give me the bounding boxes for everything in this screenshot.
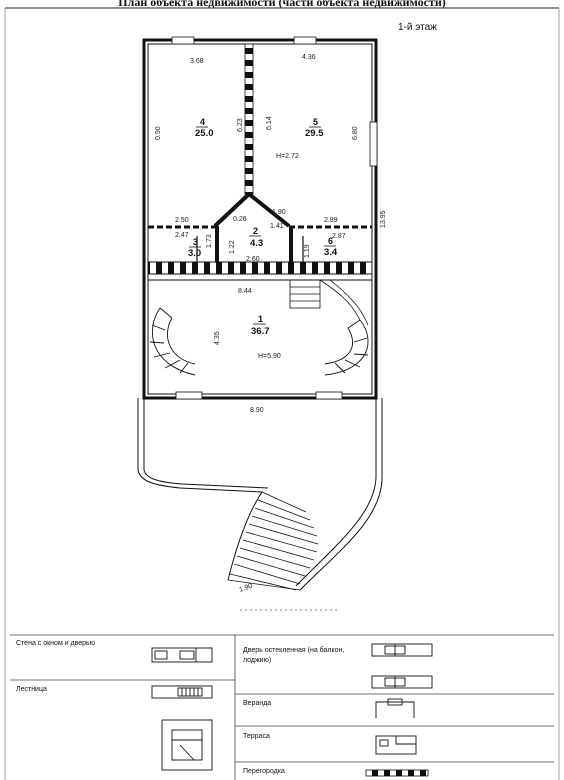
dim-r6-top: 2.89 — [324, 217, 338, 224]
room-5-area: 29.5 — [305, 128, 324, 139]
dim-r6-h: 1.19 — [304, 244, 311, 258]
dim-front-width: 8.90 — [250, 407, 264, 414]
room-1-number: 1 — [258, 314, 263, 324]
dim-r3-side: 2.47 — [175, 232, 189, 239]
dim-corr-b: 1.41 — [270, 223, 284, 230]
dimension-labels: 3.68 4.36 0.90 6.23 6.14 6.80 H=2.72 13.… — [155, 54, 387, 594]
dim-r3-top: 2.50 — [175, 217, 189, 224]
legend-frame — [10, 634, 554, 780]
corridor-partitions — [213, 192, 291, 228]
legend-partition-label: Перегородка — [243, 768, 285, 775]
partition-4-5 — [244, 43, 254, 195]
dim-hall-depth: 4.35 — [214, 331, 221, 345]
spiral-stair-left — [149, 307, 196, 376]
dim-r5-top: 4.36 — [302, 54, 316, 61]
entrance-stairs — [227, 491, 319, 591]
room-4-number: 4 — [200, 117, 205, 127]
dim-height-hall: H=5.90 — [258, 353, 281, 360]
dim-r5-left: 6.14 — [266, 116, 273, 130]
window-right — [369, 121, 378, 167]
dim-stair-width: 1.90 — [238, 583, 253, 594]
legend-symbol-partition — [365, 769, 429, 777]
room-2-area: 4.3 — [250, 238, 263, 249]
room-labels: 4 25.0 5 29.5 2 4.3 3 3.0 6 3.4 1 36.7 — [188, 117, 338, 337]
dim-r3-h: 1.73 — [206, 234, 213, 248]
room-5-number: 5 — [313, 117, 318, 127]
legend-veranda-label: Веранда — [243, 700, 272, 707]
room-4-area: 25.0 — [195, 128, 214, 139]
room-6-number: 6 — [328, 236, 333, 246]
wall-room2-right — [289, 226, 293, 262]
floor-label: 1-й этаж — [398, 22, 437, 33]
bearing-wall — [147, 261, 373, 275]
legend-symbol-glass-door — [371, 643, 433, 689]
dim-height-upper: H=2.72 — [276, 153, 299, 160]
wall-room2-left — [215, 226, 219, 262]
legend-glass-door-label: Дверь остекленная (на балкон, лоджию) — [243, 647, 345, 664]
window-bottom-left — [175, 391, 203, 400]
room-1-area: 36.7 — [251, 326, 270, 337]
dim-r6-side: 2.87 — [332, 233, 346, 240]
outer-walls — [142, 38, 378, 400]
legend-symbol-veranda — [375, 698, 415, 718]
room-2-number: 2 — [253, 226, 258, 236]
legend-terrace-label: Терраса — [243, 733, 270, 740]
legend-symbol-terrace — [375, 735, 417, 755]
window-bottom-right — [315, 391, 343, 400]
dim-r4-top: 3.68 — [190, 58, 204, 65]
window-top-right — [293, 36, 317, 45]
dim-r4-left: 0.90 — [155, 126, 162, 140]
dim-r4-right: 6.23 — [237, 118, 244, 132]
legend-stairs-label: Лестница — [16, 686, 47, 693]
dim-hall-width: 8.44 — [238, 288, 252, 295]
dim-corr-a: 0.26 — [233, 216, 247, 223]
dim-r2-w: 1.22 — [229, 240, 236, 254]
dim-building-depth: 13.95 — [380, 210, 387, 228]
dim-corr-top: 1.90 — [272, 209, 286, 216]
spiral-stair-right — [324, 319, 369, 376]
window-top-left — [171, 36, 195, 45]
stairs-upper — [289, 279, 369, 326]
room-3-area: 3.0 — [188, 248, 201, 259]
room-6-area: 3.4 — [324, 247, 338, 258]
terrace-outline — [137, 398, 383, 591]
plan-title: План объекта недвижимости (части объекта… — [118, 0, 446, 9]
dim-r5-right: 6.80 — [352, 126, 359, 140]
legend-symbol-wall — [151, 647, 213, 663]
room-3-number: 3 — [193, 237, 198, 247]
legend-symbol-stairs — [151, 685, 213, 771]
dim-r2-bottom: 2.60 — [246, 256, 260, 263]
legend-wall-label: Стена с окном и дверью — [16, 640, 95, 647]
